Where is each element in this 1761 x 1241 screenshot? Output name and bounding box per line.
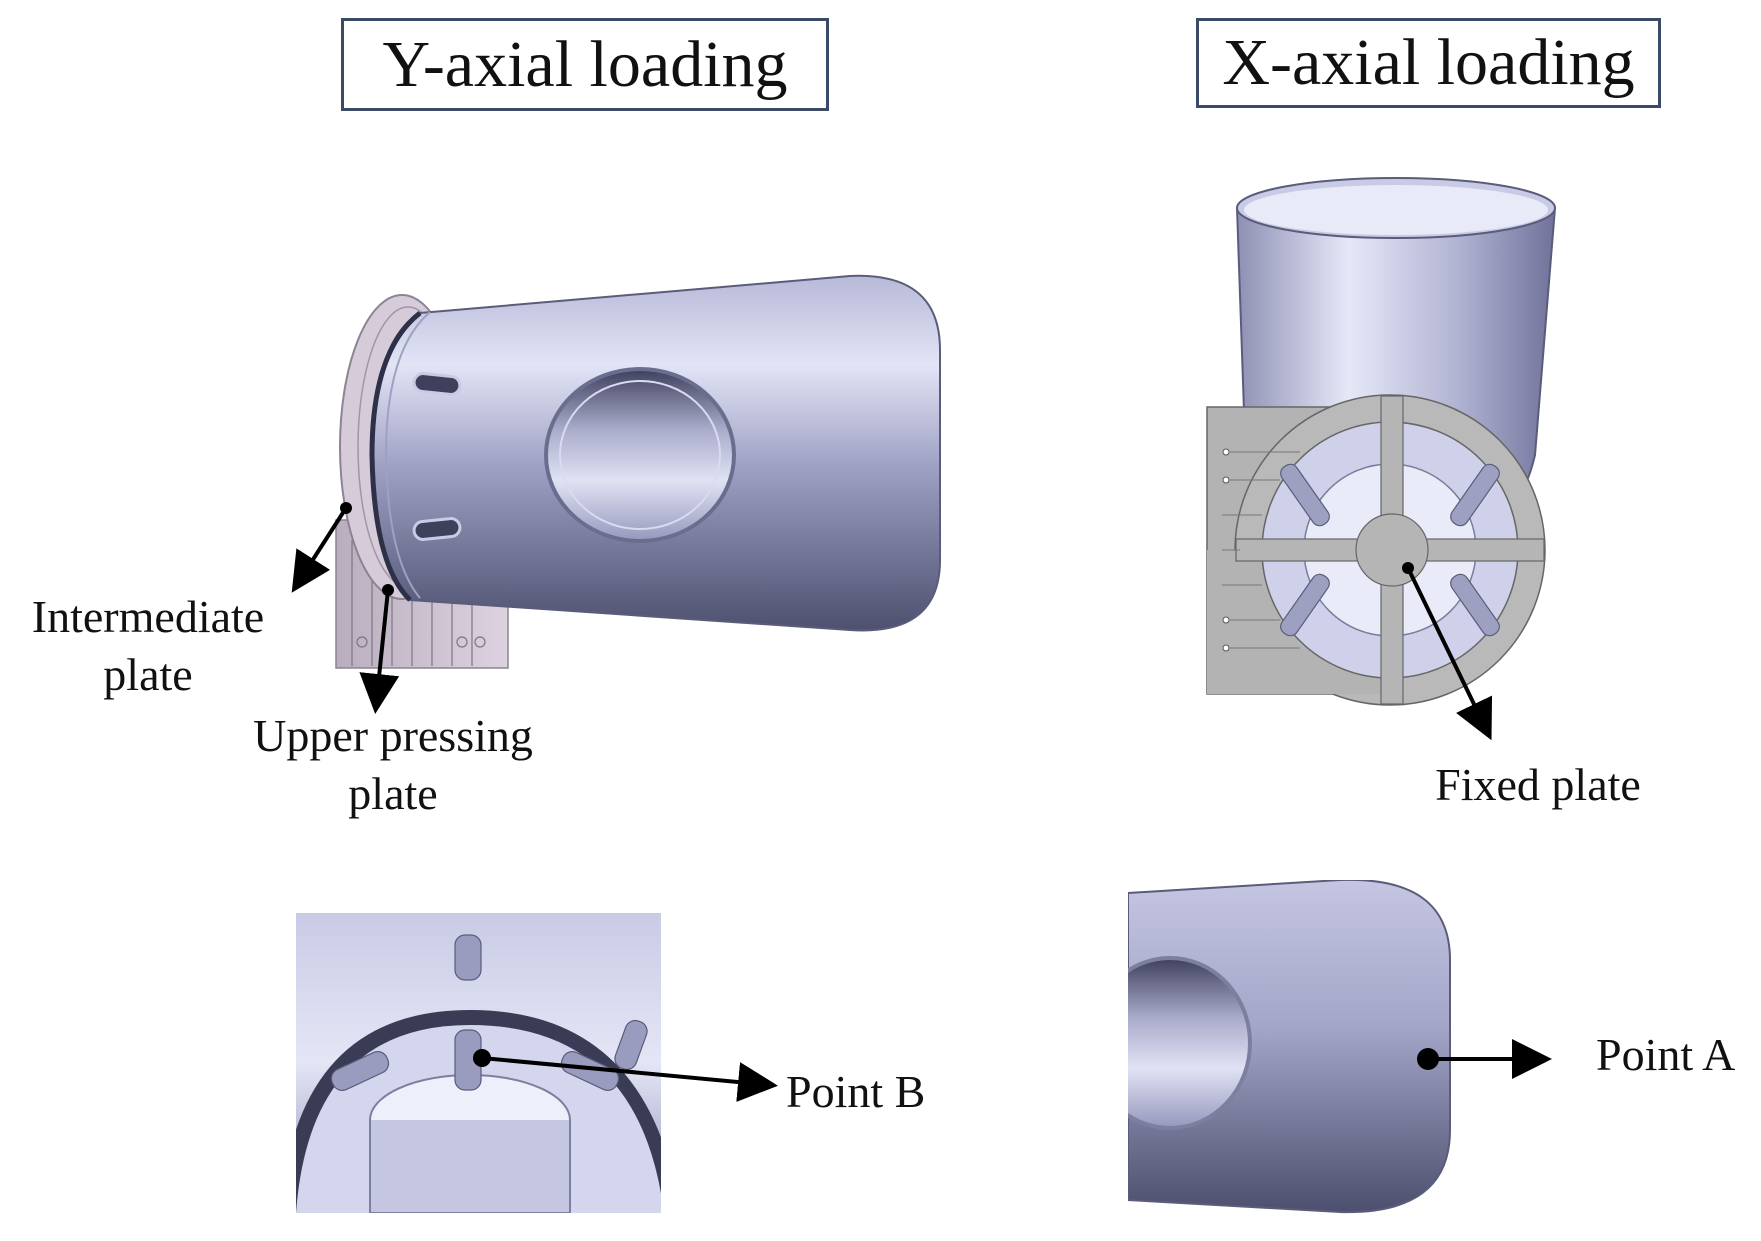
- detail-point-b: [296, 913, 661, 1213]
- arrow-upper-pressing-plate: [359, 584, 400, 714]
- side-hole: [544, 367, 736, 543]
- title-x-axial-loading: X-axial loading: [1196, 18, 1661, 108]
- plate-lines: [1222, 451, 1300, 649]
- arrow-intermediate-plate: [291, 502, 352, 593]
- label-fixed-plate: Fixed plate: [1435, 759, 1641, 810]
- label-intermediate-line2: plate: [103, 649, 193, 701]
- label-point-a: Point A: [1596, 1029, 1736, 1080]
- label-upper-line1: Upper pressing: [253, 710, 533, 761]
- title-y-axial-loading: Y-axial loading: [341, 18, 829, 111]
- x-axial-assembly: [1206, 177, 1557, 706]
- detail-point-a: [1128, 880, 1451, 1214]
- plate-holes: [1222, 448, 1230, 652]
- inner-spokes: [1280, 463, 1500, 637]
- label-point-b: Point B: [786, 1066, 926, 1117]
- arrow-point-a: [1417, 1039, 1552, 1079]
- label-intermediate-line1: Intermediate: [31, 591, 265, 642]
- y-axial-assembly: [335, 274, 941, 669]
- slots: [412, 372, 462, 541]
- arrow-fixed-plate: [1402, 562, 1493, 741]
- label-upper-pressing-plate: Upper pressing plate: [228, 707, 558, 824]
- label-intermediate-plate: Intermediate plate: [14, 588, 282, 705]
- label-upper-line2: plate: [348, 768, 438, 820]
- arrow-point-b: [473, 1049, 778, 1102]
